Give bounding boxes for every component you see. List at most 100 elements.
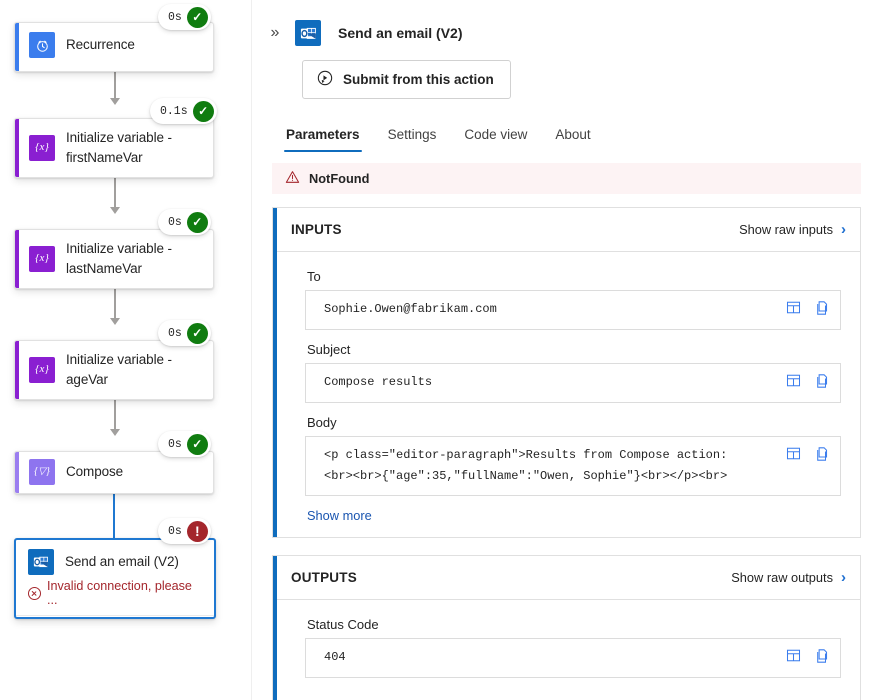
show-raw-outputs-label: Show raw outputs (731, 570, 833, 585)
field-label-body: Body (307, 415, 337, 430)
outlook-icon (295, 20, 321, 46)
field-to-value: Sophie.Owen@fabrikam.com (324, 302, 497, 316)
copy-icon[interactable] (815, 373, 830, 394)
node-title: Compose (66, 464, 124, 480)
outputs-card-body: Status Code 404 (273, 600, 860, 700)
copy-icon[interactable] (815, 648, 830, 669)
node-duration: 0s (168, 215, 182, 229)
status-success-icon: ✓ (186, 322, 208, 344)
tab-about[interactable]: About (541, 121, 604, 152)
outputs-card-header[interactable]: OUTPUTS Show raw outputs › (273, 556, 860, 600)
node-status-pill-agevar[interactable]: 0s ✓ (158, 320, 211, 346)
tab-label: About (555, 127, 591, 142)
field-actions[interactable] (786, 299, 830, 321)
field-actions[interactable] (786, 445, 830, 467)
chevron-right-icon: › (841, 569, 846, 586)
canvas-scrollbar-track[interactable] (259, 0, 523, 700)
workflow-graph-canvas[interactable]: Recurrence 0s ✓ {x} Initialize variable … (0, 0, 251, 700)
status-success-icon: ✓ (186, 211, 208, 233)
graph-node-initialize-lastnamevar[interactable]: {x} Initialize variable - lastNameVar (14, 229, 214, 289)
node-status-pill-firstnamevar[interactable]: 0.1s ✓ (150, 98, 217, 124)
node-status-pill-send-an-email[interactable]: 0s ! (158, 518, 211, 544)
connector-arrow-3 (110, 318, 120, 325)
node-accent-bar (15, 119, 19, 177)
variable-icon: {x} (29, 245, 55, 272)
node-title: Initialize variable - ageVar (66, 352, 172, 387)
connector-4 (114, 400, 116, 432)
field-body[interactable]: <p class="editor-paragraph">Results from… (305, 436, 841, 496)
field-to[interactable]: Sophie.Owen@fabrikam.com (305, 290, 841, 330)
connector-5 (113, 494, 116, 538)
connector-3 (114, 289, 116, 321)
node-duration: 0.1s (160, 104, 188, 118)
submit-button-label: Submit from this action (343, 72, 494, 87)
outputs-title: OUTPUTS (291, 570, 357, 585)
table-expand-icon[interactable] (786, 446, 801, 466)
copy-icon[interactable] (815, 446, 830, 467)
variable-icon: {x} (29, 356, 55, 383)
field-subject-value: Compose results (324, 375, 433, 389)
node-error-message: Invalid connection, please ... (16, 579, 214, 615)
graph-node-initialize-firstnamevar[interactable]: {x} Initialize variable - firstNameVar (14, 118, 214, 178)
table-expand-icon[interactable] (786, 300, 801, 320)
node-accent-bar (15, 452, 19, 493)
submit-from-this-action-button[interactable]: Submit from this action (302, 60, 511, 99)
action-details-panel: » Send an email (V2) (267, 0, 870, 700)
show-more-link[interactable]: Show more (307, 508, 372, 523)
tab-settings[interactable]: Settings (374, 121, 451, 152)
inputs-card-header[interactable]: INPUTS Show raw inputs › (273, 208, 860, 252)
error-banner-text: NotFound (309, 171, 370, 186)
tab-code-view[interactable]: Code view (450, 121, 541, 152)
graph-node-send-an-email[interactable]: Send an email (V2) Invalid connection, p… (14, 538, 216, 619)
node-duration: 0s (168, 326, 182, 340)
show-raw-outputs-link[interactable]: Show raw outputs › (731, 570, 846, 585)
connector-arrow-2 (110, 207, 120, 214)
field-body-value: <p class="editor-paragraph">Results from… (324, 448, 728, 483)
graph-node-compose[interactable]: {▽} Compose (14, 451, 214, 494)
status-success-icon: ✓ (186, 433, 208, 455)
outlook-icon (28, 549, 54, 575)
node-accent-bar (15, 230, 19, 288)
card-accent-bar (273, 556, 277, 700)
node-duration: 0s (168, 524, 182, 538)
show-raw-inputs-link[interactable]: Show raw inputs › (739, 222, 846, 237)
inputs-card: INPUTS Show raw inputs › To Sophie.Owen@… (272, 207, 861, 538)
status-success-icon: ✓ (192, 100, 214, 122)
error-x-circle-icon (28, 586, 41, 600)
tab-label: Code view (464, 127, 528, 142)
show-raw-inputs-label: Show raw inputs (739, 222, 833, 237)
field-actions[interactable] (786, 372, 830, 394)
tab-parameters[interactable]: Parameters (272, 121, 374, 152)
copy-icon[interactable] (815, 300, 830, 321)
warning-triangle-icon (285, 170, 300, 187)
error-banner: NotFound (272, 163, 861, 194)
node-accent-bar (15, 23, 19, 71)
graph-node-recurrence[interactable]: Recurrence (14, 22, 214, 72)
graph-node-initialize-agevar[interactable]: {x} Initialize variable - ageVar (14, 340, 214, 400)
node-title: Initialize variable - lastNameVar (66, 241, 172, 276)
chevron-double-right-icon[interactable]: » (270, 24, 280, 41)
node-status-pill-compose[interactable]: 0s ✓ (158, 431, 211, 457)
connector-arrow-1 (110, 98, 120, 105)
node-title: Initialize variable - firstNameVar (66, 130, 172, 165)
outputs-card: OUTPUTS Show raw outputs › Status Code 4… (272, 555, 861, 700)
field-label-subject: Subject (307, 342, 351, 357)
table-expand-icon[interactable] (786, 373, 801, 393)
field-subject[interactable]: Compose results (305, 363, 841, 403)
node-error-text: Invalid connection, please ... (47, 579, 192, 607)
table-expand-icon[interactable] (786, 648, 801, 668)
node-footer (16, 615, 214, 617)
card-accent-bar (273, 208, 277, 537)
panel-divider (251, 0, 252, 700)
field-label-to: To (307, 269, 321, 284)
node-status-pill-recurrence[interactable]: 0s ✓ (158, 4, 211, 30)
tab-label: Settings (387, 127, 437, 142)
inputs-title: INPUTS (291, 222, 342, 237)
field-actions[interactable] (786, 647, 830, 669)
resubmit-play-icon (316, 69, 334, 90)
detail-tabs[interactable]: Parameters Settings Code view About (272, 121, 870, 152)
connector-2 (114, 178, 116, 210)
field-status-code[interactable]: 404 (305, 638, 841, 678)
node-status-pill-lastnamevar[interactable]: 0s ✓ (158, 209, 211, 235)
